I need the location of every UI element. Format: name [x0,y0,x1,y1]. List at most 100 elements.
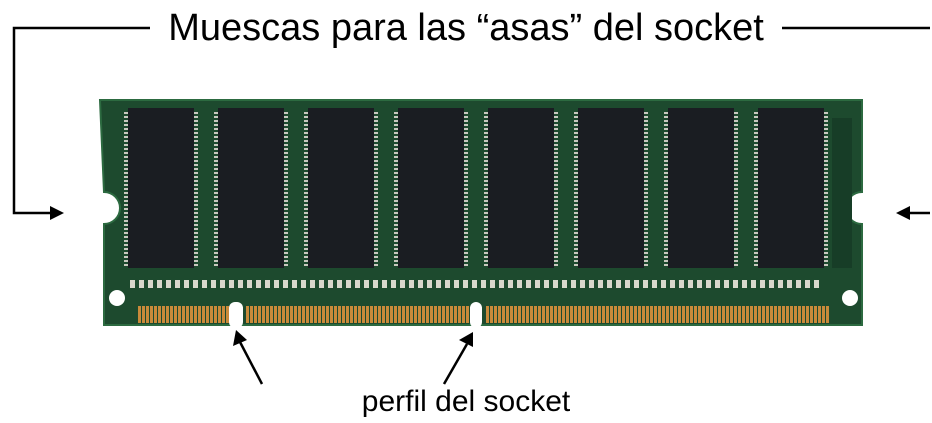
chip-pin [284,208,288,210]
gold-contact [434,306,437,323]
gold-contact [754,306,757,323]
gold-contact [178,306,181,323]
chip-pin [304,112,308,114]
chip-pin [824,208,828,210]
chip-pin [304,180,308,182]
gold-contact [330,306,333,323]
chip-pin [394,240,398,242]
chip-pin [464,184,468,186]
smd-component [265,280,270,288]
chip-pin [824,152,828,154]
diagram-title: Muescas para las “asas” del socket [0,4,932,52]
chip-pin [374,148,378,150]
chip-pin [664,252,668,254]
gold-contact [642,306,645,323]
chip-pin [554,160,558,162]
chip-pin [214,128,218,130]
smd-component [292,280,297,288]
chip-body [488,108,554,268]
chip-pin [214,188,218,190]
chip-pin [574,224,578,226]
chip-pin [194,236,198,238]
chip-pin [214,152,218,154]
chip-pin [214,216,218,218]
chip-pin [374,116,378,118]
chip-pin [664,112,668,114]
gold-contact [502,306,505,323]
chip-pin [484,248,488,250]
chip-pin [574,128,578,130]
chip-pin [464,180,468,182]
chip-pin [464,196,468,198]
chip-pin [464,112,468,114]
chip-pin [734,156,738,158]
chip-pin [484,232,488,234]
chip-pin [754,208,758,210]
chip-pin [214,224,218,226]
chip-pin [664,148,668,150]
chip-pin [124,116,128,118]
smd-component [787,280,792,288]
chip-pin [374,216,378,218]
chip-pin [664,256,668,258]
chip-pin [554,264,558,266]
gold-contact [518,306,521,323]
smd-component [193,280,198,288]
chip-pin [464,148,468,150]
chip-pin [394,184,398,186]
chip-pin [124,224,128,226]
chip-pin [394,128,398,130]
chip-pin [644,208,648,210]
chip-pin [574,264,578,266]
gold-contact [554,306,557,323]
smd-component [805,280,810,288]
chip-pin [284,204,288,206]
chip-pin [824,196,828,198]
smd-component [481,280,486,288]
chip-pin [484,132,488,134]
chip-pin [214,148,218,150]
gold-contact [154,306,157,323]
chip-pin [574,200,578,202]
gold-contact [546,306,549,323]
chip-pin [464,192,468,194]
chip-pin [484,264,488,266]
chip-pin [574,192,578,194]
smd-component [517,280,522,288]
chip-pin [124,252,128,254]
chip-pin [374,196,378,198]
gold-contact [590,306,593,323]
chip-pin [194,168,198,170]
gold-contact [430,306,433,323]
chip-pin [214,156,218,158]
chip-pin [574,240,578,242]
chip-pin [644,212,648,214]
chip-pin [194,244,198,246]
smd-component [580,280,585,288]
gold-contact [674,306,677,323]
chip-pin [464,208,468,210]
chip-pin [484,240,488,242]
chip-pin [194,248,198,250]
chip-pin [574,208,578,210]
chip-pin [194,260,198,262]
gold-contact [790,306,793,323]
chip-pin [124,144,128,146]
chip-pin [304,132,308,134]
gold-contact [346,306,349,323]
gold-contact [206,306,209,323]
chip-pin [754,236,758,238]
chip-pin [374,136,378,138]
chip-pin [394,196,398,198]
chip-pin [124,256,128,258]
smd-component [391,280,396,288]
chip-pin [484,152,488,154]
chip-pin [574,244,578,246]
gold-contact [454,306,457,323]
chip-pin [664,188,668,190]
chip-pin [124,248,128,250]
gold-contact [654,306,657,323]
chip-pin [464,172,468,174]
smd-component [661,280,666,288]
diagram-title-text: Muescas para las “asas” del socket [150,7,782,49]
